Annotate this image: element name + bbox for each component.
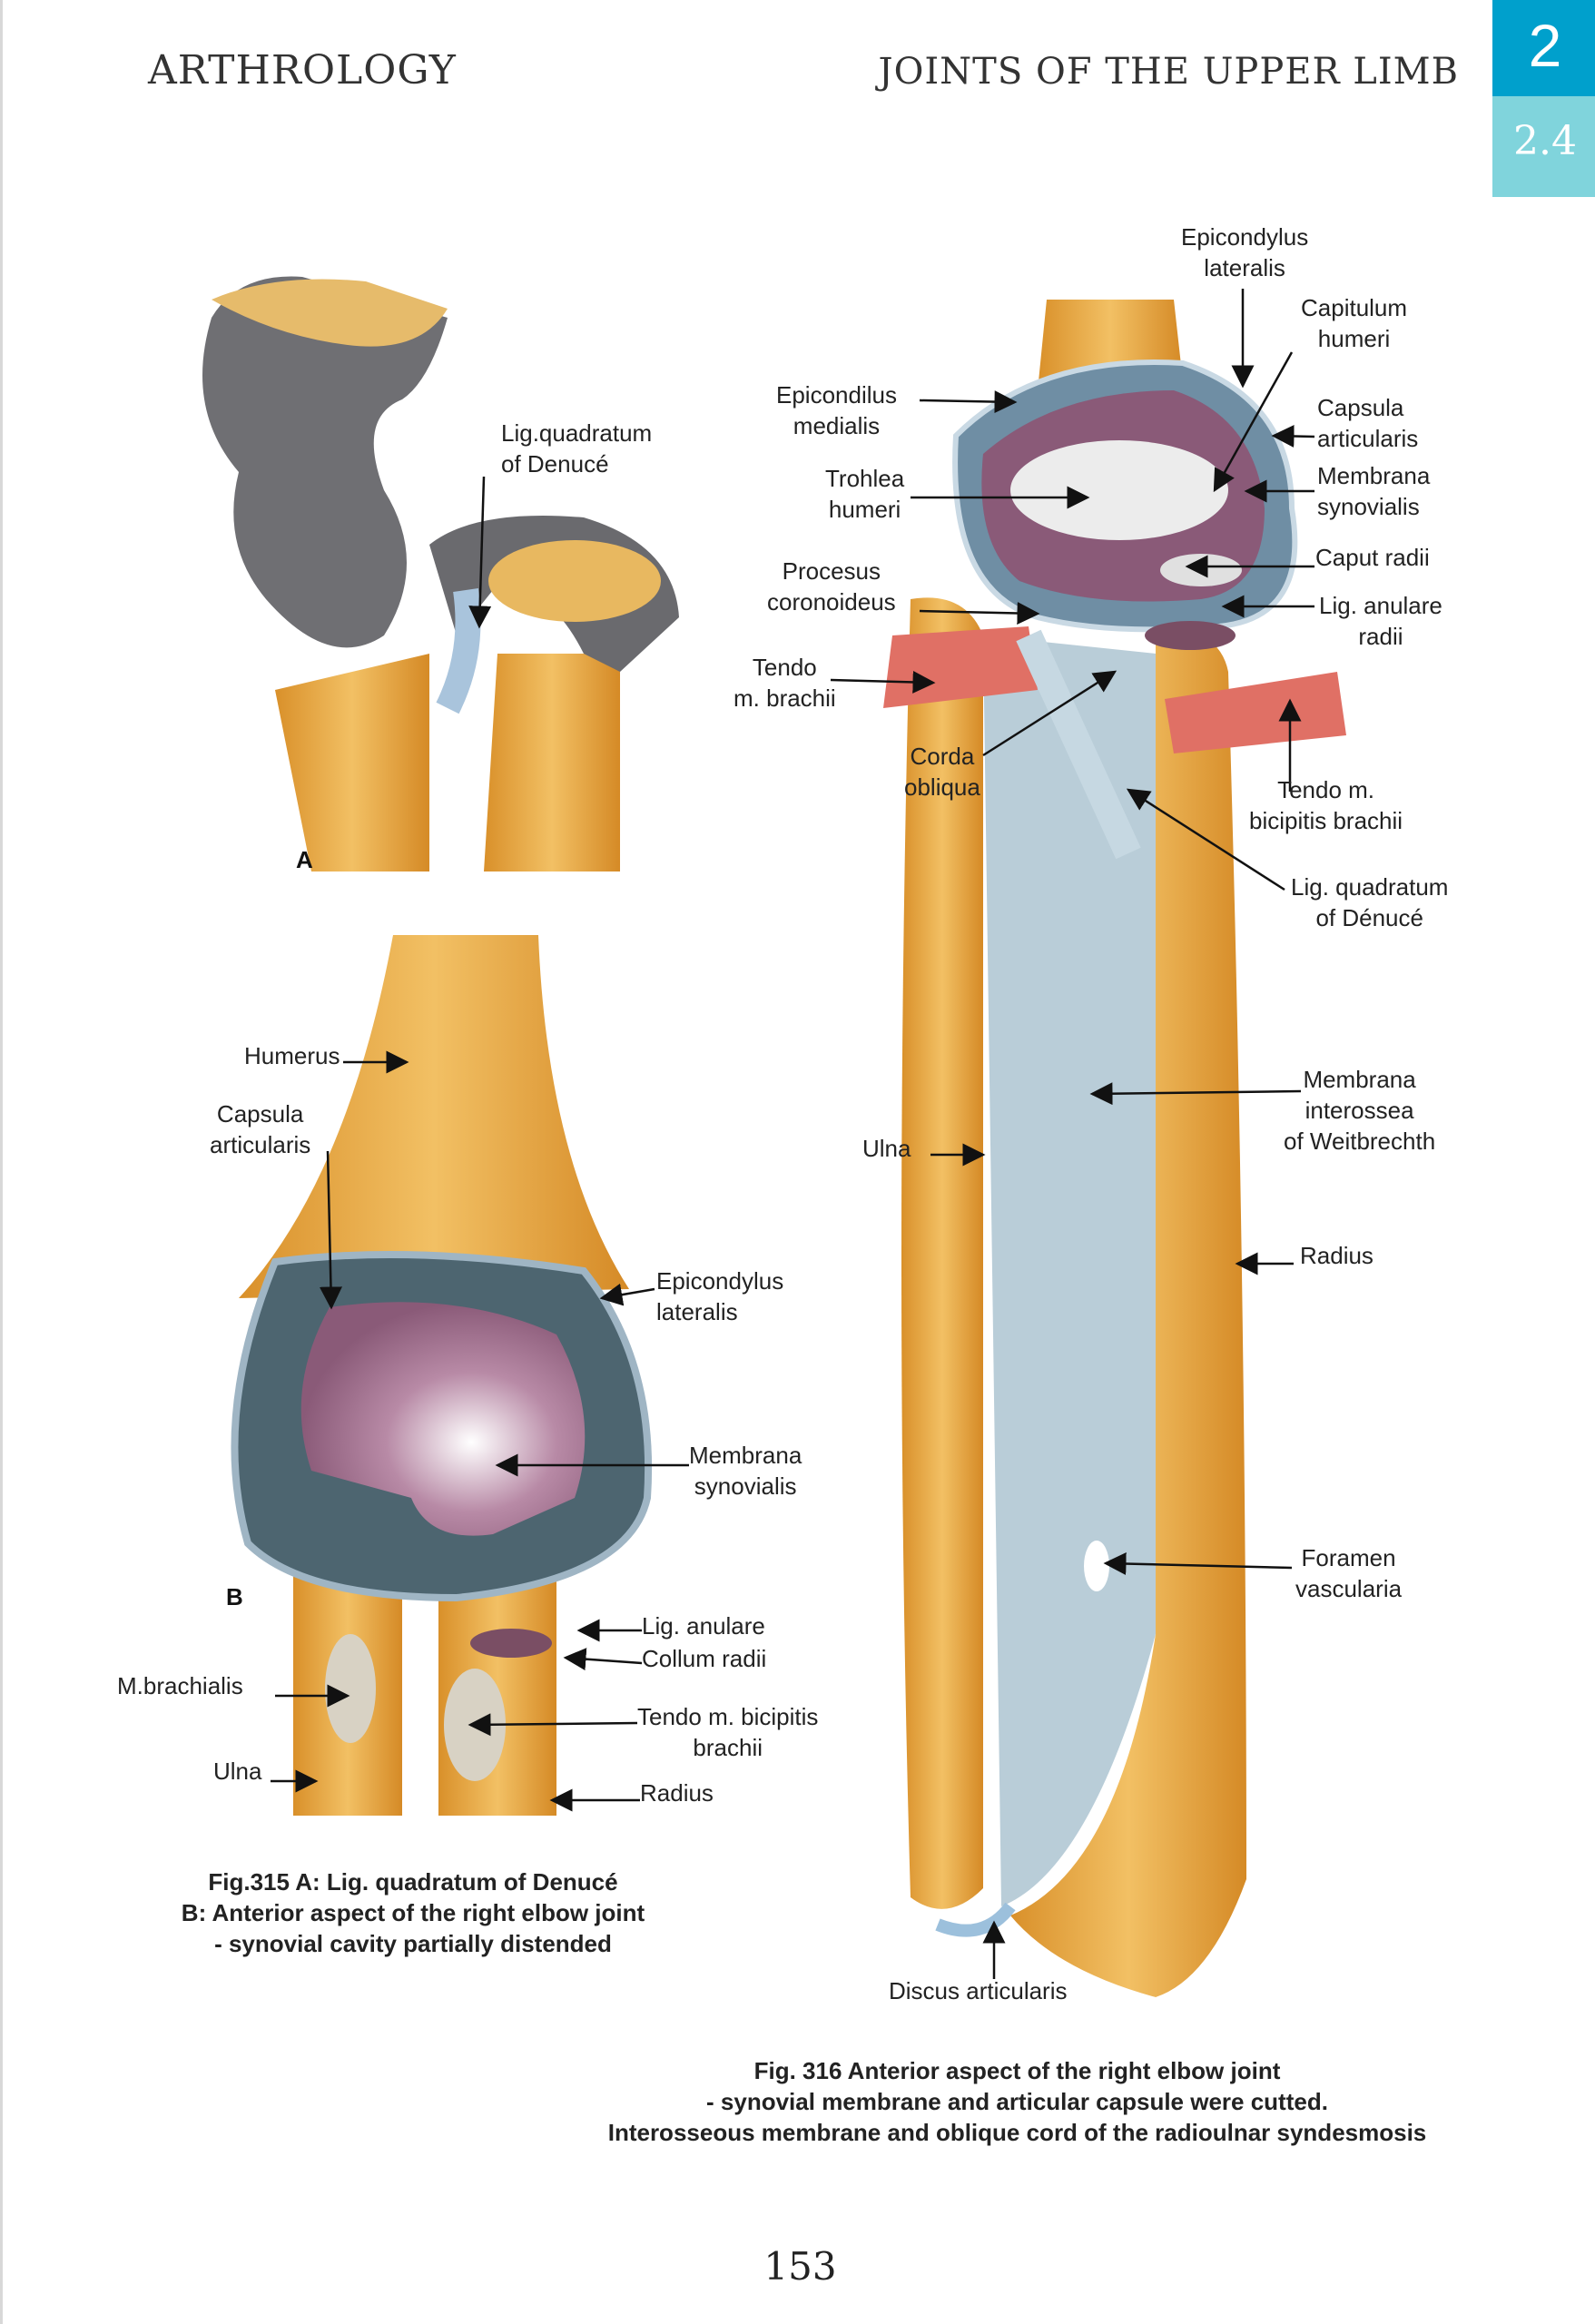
leader-arrows (271, 289, 1315, 1979)
label-tendo-bicipitis-brachii: Tendo m. bicipitis brachii (1249, 776, 1403, 834)
anatomy-illustrations (202, 276, 1346, 1997)
label-ulna: Ulna (213, 1758, 262, 1785)
label-capsula: Capsula articularis (210, 1100, 311, 1158)
figure-315-caption: Fig.315 A: Lig. quadratum of Denucé B: A… (141, 1866, 685, 1959)
label-capsula-articularis: Capsula articularis (1317, 394, 1419, 452)
label-epicondylus: Epicondylus lateralis (656, 1267, 784, 1325)
figure-315a-illustration (202, 276, 679, 872)
figure-316-caption: Fig. 316 Anterior aspect of the right el… (511, 2055, 1523, 2148)
caption-line: Fig.315 A: Lig. quadratum of Denucé (208, 1868, 618, 1896)
label-procesus: Procesus coronoideus (767, 557, 896, 615)
label-caput-radii: Caput radii (1315, 544, 1430, 571)
label-foramen-vascularia: Foramen vascularia (1295, 1544, 1403, 1602)
label-collum-radii: Collum radii (642, 1645, 767, 1672)
label-lig-quadratum: Lig. quadratum of Dénucé (1291, 873, 1449, 931)
label-lig-anulare: Lig. anulare (642, 1612, 765, 1640)
caption-line: - synovial membrane and articular capsul… (706, 2088, 1328, 2115)
page-number: 153 (763, 2244, 837, 2289)
label-m-brachialis: M.brachialis (117, 1672, 243, 1699)
label-radius: Radius (640, 1779, 714, 1807)
caption-line: Fig. 316 Anterior aspect of the right el… (753, 2057, 1281, 2084)
caption-line: - synovial cavity partially distended (214, 1930, 612, 1957)
running-head-left: ARTHROLOGY (148, 47, 457, 94)
label-radius-316: Radius (1300, 1242, 1373, 1269)
chapter-tab: 2 (1492, 0, 1595, 96)
running-head-right: JOINTS OF THE UPPER LIMB (878, 51, 1459, 93)
label-membrana: Membrana synovialis (689, 1442, 802, 1500)
label-lig-quadratum-a: Lig.quadratum of Denucé (501, 419, 653, 478)
caption-line: Interosseous membrane and oblique cord o… (607, 2119, 1427, 2146)
label-tendo-brachii: Tendo m. brachii (734, 654, 836, 712)
caption-line: B: Anterior aspect of the right elbow jo… (181, 1899, 645, 1926)
label-ulna-316: Ulna (862, 1135, 911, 1162)
label-tendo-bicipitis: Tendo m. bicipitis brachii (637, 1703, 819, 1761)
panel-b-letter: B (226, 1583, 243, 1610)
label-lig-anulare-radii: Lig. anulare radii (1319, 592, 1442, 650)
label-epicondylus-lateralis: Epicondylus lateralis (1181, 223, 1309, 281)
figure-316-illustration (883, 300, 1346, 1997)
label-membrana-synovialis: Membrana synovialis (1317, 462, 1431, 520)
label-discus-articularis: Discus articularis (889, 1977, 1068, 2004)
label-epicondilus-medialis: Epicondilus medialis (776, 381, 897, 439)
panel-a-letter: A (296, 846, 313, 873)
label-capitulum: Capitulum humeri (1301, 294, 1408, 352)
section-tab: 2.4 (1492, 96, 1595, 197)
label-membrana-interossea: Membrana interossea of Weitbrechth (1284, 1066, 1436, 1155)
label-corda-obliqua: Corda obliqua (904, 743, 980, 801)
label-humerus: Humerus (244, 1042, 340, 1069)
label-trohlea: Trohlea humeri (825, 465, 905, 523)
